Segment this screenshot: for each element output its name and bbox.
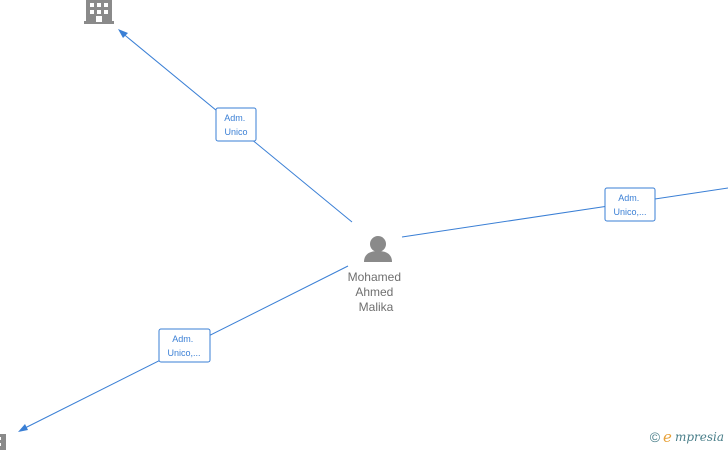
svg-text:Adm. Unico,...: Adm. Unico,... [167, 334, 200, 358]
relation-label-line: Adm. [224, 113, 245, 123]
person-name-line: Mohamed [348, 270, 401, 284]
relation-label-line: Unico,... [167, 348, 200, 358]
relation-label-line: Unico [224, 127, 247, 137]
relation-label[interactable]: Adm. Unico [215, 107, 257, 142]
person-name[interactable]: Mohamed Ahmed Malika [348, 270, 405, 314]
edge-right [401, 187, 728, 238]
svg-text:Adm. Unico,...: Adm. Unico,... [613, 193, 646, 217]
person-icon[interactable] [364, 236, 392, 262]
copyright-symbol: © [649, 429, 661, 445]
building-icon[interactable] [84, 0, 114, 24]
relation-label-line: Adm. [172, 334, 193, 344]
brand-logo-initial: e [663, 428, 672, 446]
person-name-line: Malika [359, 300, 394, 314]
arrow-top-left [118, 29, 128, 38]
brand-logo-name: mpresia [674, 430, 724, 444]
relation-label[interactable]: Adm. Unico,... [604, 187, 656, 222]
relation-label-line: Unico,... [613, 207, 646, 217]
relation-label-line: Adm. [618, 193, 639, 203]
building-icon[interactable] [0, 434, 6, 450]
svg-text:Adm. Unico: Adm. Unico [224, 113, 248, 137]
relation-label[interactable]: Adm. Unico,... [158, 328, 211, 363]
arrow-bottom-left [18, 424, 28, 432]
person-name-line: Ahmed [355, 285, 393, 299]
